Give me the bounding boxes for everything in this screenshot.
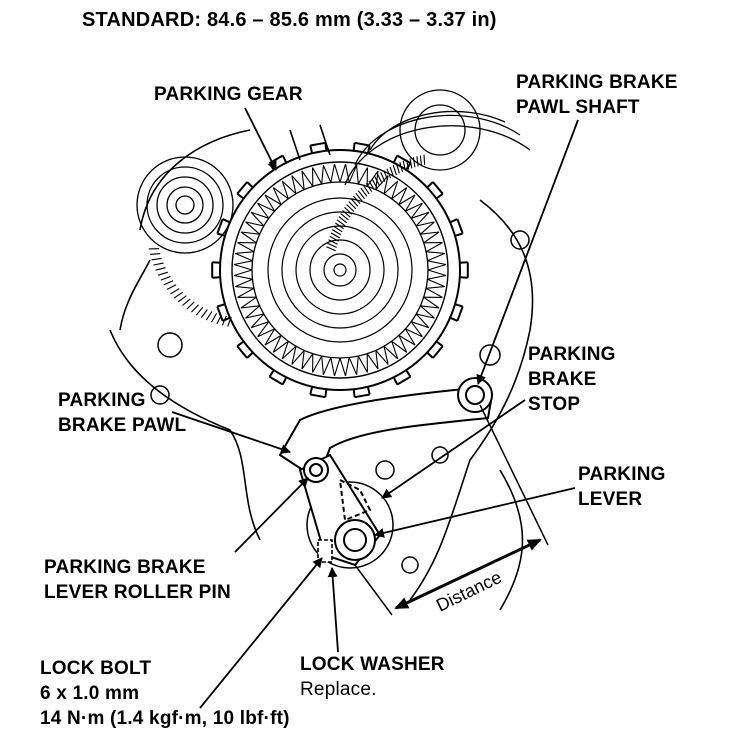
label-pawl-shaft-line2: PAWL SHAFT — [516, 95, 678, 120]
lock-bolt — [318, 540, 332, 562]
label-parking-lever: PARKING LEVER — [578, 462, 666, 512]
label-parking-gear: PARKING GEAR — [154, 82, 303, 107]
label-brake-pawl: PARKING BRAKE PAWL — [58, 388, 186, 438]
label-roller-pin-line2: LEVER ROLLER PIN — [44, 580, 231, 605]
label-lock-washer: LOCK WASHER Replace. — [300, 652, 445, 702]
label-brake-stop-line2: BRAKE — [528, 367, 616, 392]
pawl-shaft — [458, 378, 492, 412]
label-lock-bolt-line3: 14 N·m (1.4 kgf·m, 10 lbf·ft) — [40, 706, 290, 731]
upper-right-gear — [345, 90, 530, 185]
label-brake-pawl-line2: BRAKE PAWL — [58, 413, 186, 438]
standard-spec: STANDARD: 84.6 – 85.6 mm (3.33 – 3.37 in… — [82, 8, 497, 33]
label-roller-pin: PARKING BRAKE LEVER ROLLER PIN — [44, 555, 231, 605]
leader-brake-pawl — [172, 412, 290, 452]
label-pawl-shaft-line1: PARKING BRAKE — [516, 70, 678, 95]
label-brake-pawl-line1: PARKING — [58, 388, 186, 413]
left-gear-teeth — [149, 249, 231, 327]
label-lock-bolt-line2: 6 x 1.0 mm — [40, 681, 290, 706]
label-lock-washer-title: LOCK WASHER — [300, 652, 445, 677]
upper-left-gear — [137, 157, 233, 253]
leader-parking-gear — [245, 108, 276, 170]
label-lock-washer-note: Replace. — [300, 677, 445, 702]
label-roller-pin-line1: PARKING BRAKE — [44, 555, 231, 580]
label-brake-stop: PARKING BRAKE STOP — [528, 342, 616, 417]
label-pawl-shaft: PARKING BRAKE PAWL SHAFT — [516, 70, 678, 120]
leader-lock-washer — [332, 568, 338, 652]
parking-gear — [212, 143, 468, 397]
label-parking-lever-line1: PARKING — [578, 462, 666, 487]
label-lock-bolt-line1: LOCK BOLT — [40, 656, 290, 681]
label-brake-stop-line1: PARKING — [528, 342, 616, 367]
label-lock-bolt: LOCK BOLT 6 x 1.0 mm 14 N·m (1.4 kgf·m, … — [40, 656, 290, 731]
leader-parking-lever — [375, 488, 575, 535]
label-brake-stop-line3: STOP — [528, 392, 616, 417]
label-parking-lever-line2: LEVER — [578, 487, 666, 512]
